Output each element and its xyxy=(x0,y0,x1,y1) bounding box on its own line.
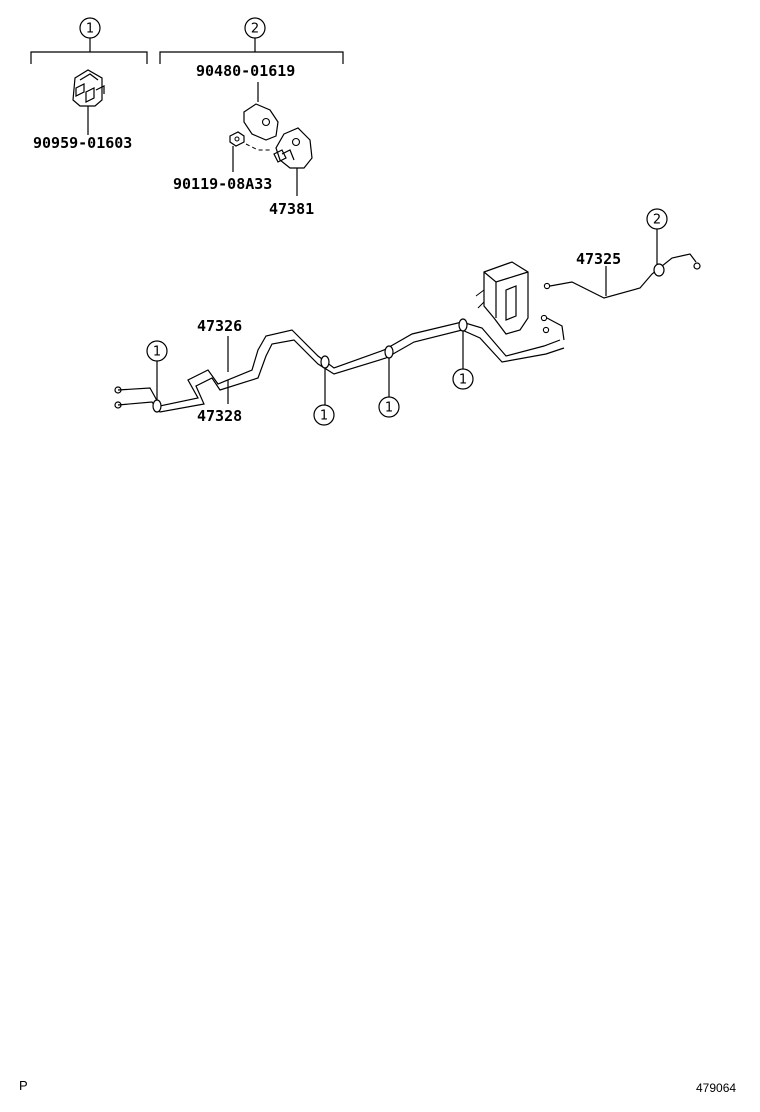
svg-text:1: 1 xyxy=(459,373,467,388)
page-letter: P xyxy=(19,1078,28,1093)
callout-circle-2-top[interactable]: 2 xyxy=(244,17,266,39)
part-number-47326[interactable]: 47326 xyxy=(197,317,242,335)
illustration-code: 479064 xyxy=(696,1081,737,1095)
tube-clamps xyxy=(152,318,468,413)
callout-circle-1-d[interactable]: 1 xyxy=(452,368,474,390)
mounting-bracket-illustration xyxy=(475,261,529,335)
group-bracket-1 xyxy=(30,38,148,64)
fuel-tube-main xyxy=(117,321,565,413)
part-number-90119-08A33[interactable]: 90119-08A33 xyxy=(173,175,272,193)
callout-circle-2-hose[interactable]: 2 xyxy=(646,208,668,230)
clamp-bracket-illustration xyxy=(229,103,313,196)
group-bracket-2 xyxy=(159,38,344,64)
tube-fitting-left xyxy=(114,386,122,409)
callout-circle-1-top[interactable]: 1 xyxy=(79,17,101,39)
svg-text:1: 1 xyxy=(153,345,161,360)
pipe-clamp-illustration xyxy=(72,69,105,135)
callout-circle-1-c[interactable]: 1 xyxy=(378,396,400,418)
svg-text:1: 1 xyxy=(86,22,94,37)
callout-circle-1-a[interactable]: 1 xyxy=(146,340,168,362)
part-number-47325[interactable]: 47325 xyxy=(576,250,621,268)
svg-text:1: 1 xyxy=(385,401,393,416)
callout-circle-1-b[interactable]: 1 xyxy=(313,404,335,426)
svg-text:2: 2 xyxy=(653,213,661,228)
part-number-90480-01619[interactable]: 90480-01619 xyxy=(196,62,295,80)
part-number-47328[interactable]: 47328 xyxy=(197,407,242,425)
svg-text:1: 1 xyxy=(320,409,328,424)
svg-text:2: 2 xyxy=(251,22,259,37)
tube-fitting-right xyxy=(540,314,565,341)
part-number-47381[interactable]: 47381 xyxy=(269,200,314,218)
fuel-hose-47325 xyxy=(543,253,701,299)
part-number-90959-01603[interactable]: 90959-01603 xyxy=(33,134,132,152)
